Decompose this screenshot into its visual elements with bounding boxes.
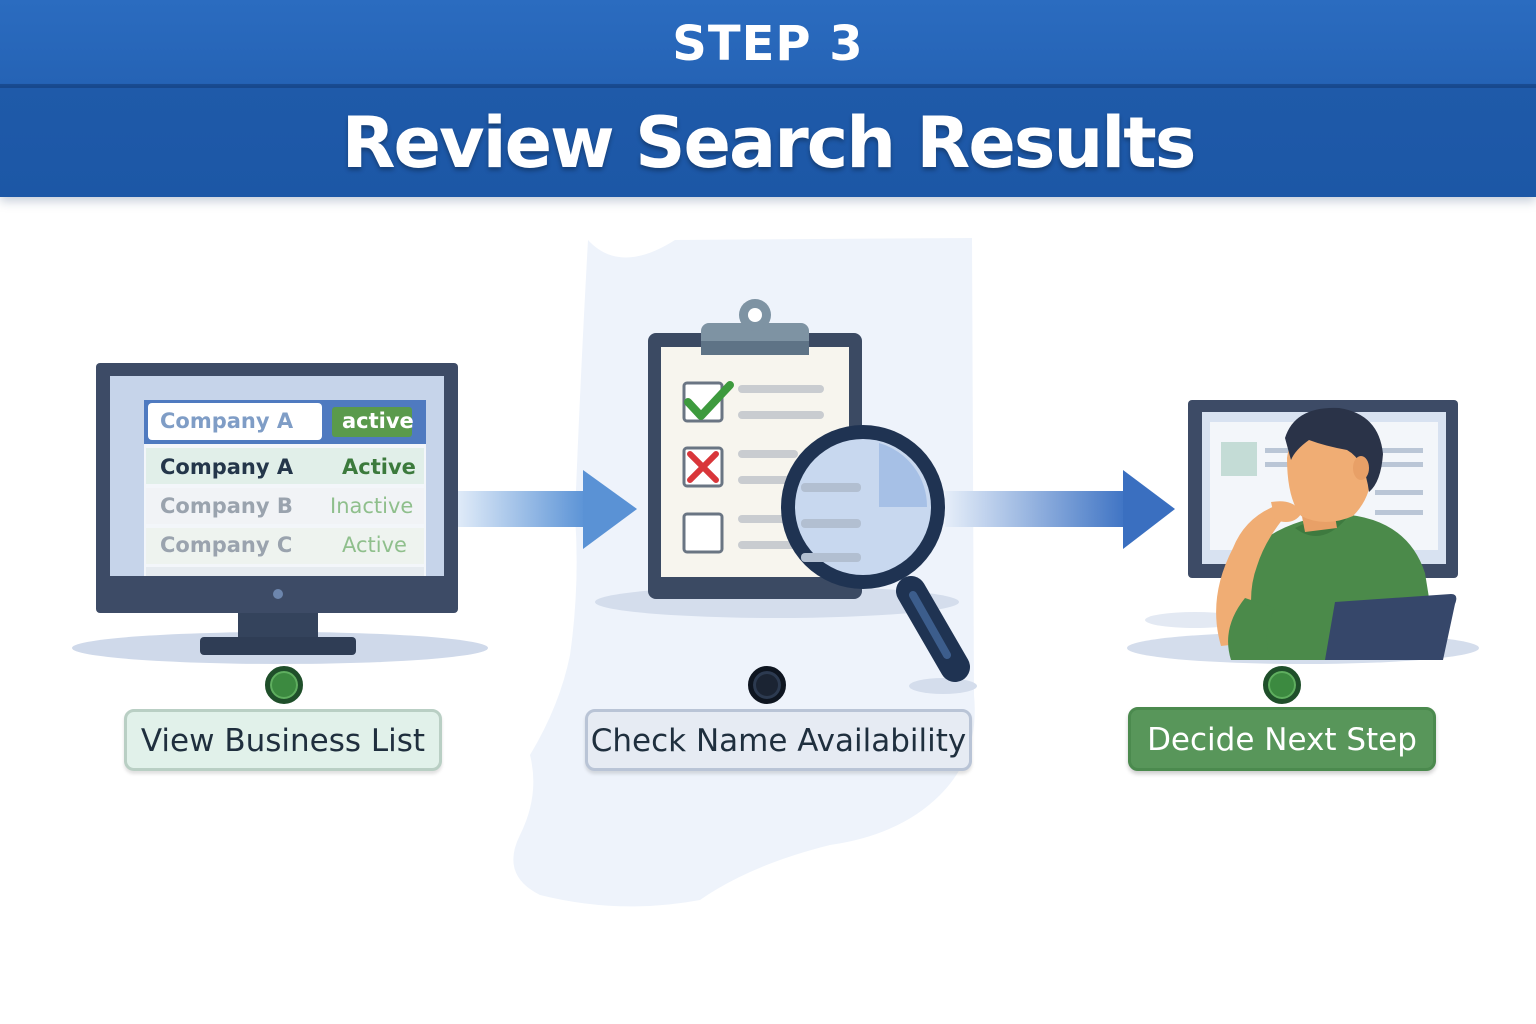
checklist-line bbox=[738, 450, 798, 458]
screen-line bbox=[1375, 448, 1423, 453]
checklist-line bbox=[738, 411, 824, 419]
magnified-line bbox=[801, 483, 861, 492]
chair-back bbox=[1325, 594, 1457, 660]
row-3-status: Active bbox=[342, 533, 407, 557]
row-2-status: Inactive bbox=[330, 494, 414, 518]
power-light bbox=[273, 589, 283, 599]
monitor-neck bbox=[238, 613, 318, 639]
step-2-marker bbox=[748, 666, 786, 704]
row-3-name: Company C bbox=[160, 533, 293, 557]
search-company-name: Company A bbox=[160, 409, 294, 433]
header-divider bbox=[0, 84, 1536, 88]
search-status-badge bbox=[332, 407, 412, 437]
arrow-shaft bbox=[455, 491, 585, 527]
view-business-list-button[interactable]: View Business List bbox=[124, 709, 442, 771]
checkbox-3 bbox=[682, 512, 724, 554]
arrow-shaft bbox=[945, 491, 1125, 527]
row-1-name: Company A bbox=[160, 455, 294, 479]
magnifier-handle-highlight bbox=[909, 591, 951, 659]
arrow-right-icon bbox=[945, 470, 1175, 549]
page-title: Review Search Results bbox=[341, 102, 1197, 184]
search-company-status: active bbox=[342, 409, 414, 433]
monitor-icon bbox=[72, 363, 488, 664]
person-hair bbox=[1285, 407, 1383, 492]
magnified-line bbox=[801, 519, 861, 528]
magnified-line bbox=[801, 553, 861, 562]
person-arm bbox=[1216, 506, 1287, 646]
decide-next-step-button[interactable]: Decide Next Step bbox=[1128, 707, 1436, 771]
step-3-marker bbox=[1263, 666, 1301, 704]
step-number: STEP 3 bbox=[672, 16, 864, 72]
step-1-marker bbox=[265, 666, 303, 704]
check-icon bbox=[684, 381, 734, 420]
checklist-line bbox=[738, 476, 798, 484]
search-input-box bbox=[148, 403, 322, 440]
row-1-status: Active bbox=[342, 455, 416, 479]
screen-line bbox=[1375, 462, 1423, 467]
person-sleeve bbox=[1228, 598, 1275, 660]
arrow-right-icon bbox=[455, 470, 637, 549]
clipboard-checklist-icon bbox=[595, 299, 977, 694]
x-mark-icon bbox=[687, 451, 719, 483]
check-name-availability-button[interactable]: Check Name Availability bbox=[585, 709, 972, 771]
arrow-head bbox=[1123, 470, 1175, 549]
person-hand bbox=[1271, 501, 1301, 522]
row-4-bg bbox=[146, 567, 424, 576]
row-3-bg bbox=[146, 528, 424, 564]
row-1-bg bbox=[146, 448, 424, 484]
magnifier-lens-shine bbox=[879, 443, 928, 507]
person-thinking-icon bbox=[1127, 400, 1479, 664]
clipboard-clip-base bbox=[701, 341, 809, 355]
screen-thumbnail bbox=[1221, 442, 1257, 476]
screen-line bbox=[1375, 490, 1423, 495]
row-2-bg bbox=[146, 488, 424, 524]
magnifier-shadow bbox=[909, 678, 977, 694]
screen-line bbox=[1375, 510, 1423, 515]
clip-hole bbox=[748, 308, 762, 322]
magnifier-icon bbox=[781, 425, 977, 694]
checklist-line bbox=[738, 385, 824, 393]
checklist-line bbox=[738, 541, 798, 549]
row-2-name: Company B bbox=[160, 494, 293, 518]
monitor-base bbox=[200, 637, 356, 655]
person-ear bbox=[1353, 456, 1369, 480]
step-header: STEP 3 Review Search Results bbox=[0, 0, 1536, 197]
arrow-head bbox=[583, 470, 637, 549]
